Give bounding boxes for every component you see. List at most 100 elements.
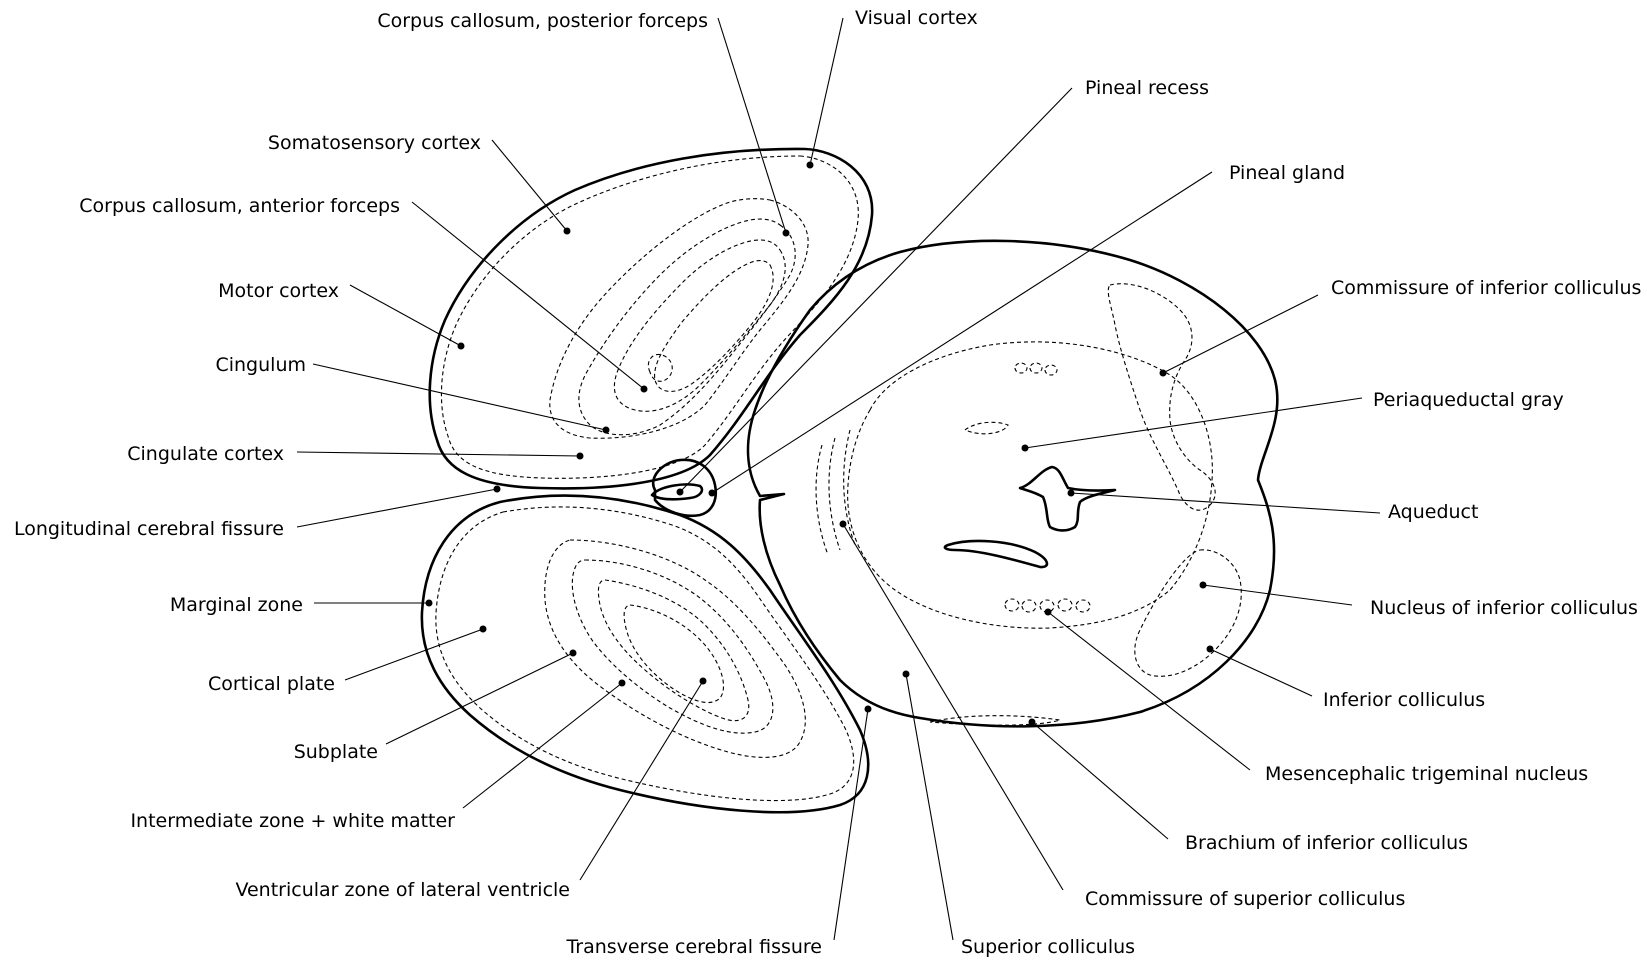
label-cingulum: Cingulum (215, 354, 306, 376)
leader-lines (297, 18, 1380, 940)
upper-hemisphere-outline (430, 149, 872, 488)
dot-longitudinal-fissure (494, 486, 501, 493)
label-commissure-inferior-colliculus: Commissure of inferior colliculus (1331, 277, 1641, 299)
label-longitudinal-fissure: Longitudinal cerebral fissure (14, 518, 284, 540)
label-cortical-plate: Cortical plate (208, 673, 335, 695)
dot-visual-cortex (807, 162, 814, 169)
dot-cortical-plate (480, 626, 487, 633)
lower-ventricular-zone (624, 605, 723, 703)
leader-visual-cortex (810, 18, 843, 165)
dot-superior-colliculus (903, 671, 910, 678)
leader-ventricular-zone (580, 681, 703, 880)
dot-mesencephalic-trigeminal (1045, 609, 1052, 616)
inferior-colliculus-nucleus-region (1135, 550, 1241, 676)
brachium-inferior-colliculus-region (930, 716, 1060, 726)
label-intermediate-zone: Intermediate zone + white matter (130, 810, 455, 832)
upper-ventricular-zone (655, 261, 774, 392)
label-aqueduct: Aqueduct (1388, 501, 1478, 523)
leader-commissure-inferior-colliculus (1163, 295, 1318, 373)
leader-longitudinal-fissure (297, 489, 497, 527)
dot-anterior-forceps (641, 386, 648, 393)
leader-superior-colliculus (906, 674, 953, 940)
leader-subplate (386, 653, 573, 744)
label-cingulate-cortex: Cingulate cortex (127, 443, 284, 465)
midbrain (748, 241, 1277, 727)
dot-somatosensory-cortex (564, 228, 571, 235)
label-ventricular-zone: Ventricular zone of lateral ventricle (235, 879, 570, 901)
dot-commissure-inferior-colliculus (1160, 370, 1167, 377)
leader-transverse-fissure (834, 709, 868, 940)
lower-subplate (572, 560, 773, 733)
label-superior-colliculus: Superior colliculus (961, 936, 1135, 958)
label-posterior-forceps: Corpus callosum, posterior forceps (377, 10, 708, 32)
dot-posterior-forceps (783, 230, 790, 237)
label-periaqueductal-gray: Periaqueductal gray (1373, 389, 1564, 411)
leader-mesencephalic-trigeminal (1048, 612, 1250, 770)
lower-marginal-zone (436, 507, 854, 801)
leader-cingulum (313, 364, 606, 430)
dot-pineal-recess (677, 489, 684, 496)
label-marginal-zone: Marginal zone (170, 594, 303, 616)
dot-transverse-fissure (865, 706, 872, 713)
dot-commissure-superior-colliculus (840, 521, 847, 528)
label-mesencephalic-trigeminal: Mesencephalic trigeminal nucleus (1265, 763, 1588, 785)
commissure-inferior-colliculus-region (1108, 284, 1215, 510)
leader-pineal-recess (680, 88, 1072, 492)
leader-periaqueductal-gray (1025, 398, 1362, 448)
mesencephalic-trigeminal-circles-top (1015, 363, 1057, 375)
leader-nucleus-inferior-colliculus (1203, 585, 1352, 605)
aqueduct-outline (1020, 467, 1115, 530)
superior-colliculus-inner (848, 342, 1213, 628)
leader-intermediate-zone (463, 683, 622, 808)
dot-subplate (570, 650, 577, 657)
label-inferior-colliculus: Inferior colliculus (1323, 689, 1485, 711)
dot-brachium-inferior-colliculus (1029, 719, 1036, 726)
upper-subplate (579, 219, 795, 435)
upper-hemisphere (430, 149, 872, 488)
dot-motor-cortex (458, 343, 465, 350)
label-motor-cortex: Motor cortex (218, 280, 339, 302)
leader-brachium-inferior-colliculus (1032, 722, 1168, 839)
leader-posterior-forceps (718, 18, 786, 233)
lower-cortical-plate-inner (545, 540, 806, 757)
lower-hemisphere-outline (422, 496, 868, 813)
leader-pineal-gland (712, 172, 1212, 493)
dot-ventricular-zone (700, 678, 707, 685)
leader-cortical-plate (345, 629, 483, 680)
label-nucleus-inferior-colliculus: Nucleus of inferior colliculus (1370, 597, 1638, 619)
dot-nucleus-inferior-colliculus (1200, 582, 1207, 589)
periaqueductal-gray-small (965, 422, 1008, 434)
labels: Corpus callosum, posterior forceps Visua… (14, 7, 1641, 958)
upper-anterior-forceps (648, 354, 672, 381)
leader-commissure-superior-colliculus (843, 524, 1063, 890)
lower-hemisphere (422, 496, 868, 813)
dot-intermediate-zone (619, 680, 626, 687)
label-pineal-recess: Pineal recess (1085, 77, 1209, 99)
dot-inferior-colliculus (1207, 646, 1214, 653)
aqueduct-lower-slit (945, 541, 1047, 567)
label-visual-cortex: Visual cortex (855, 7, 978, 29)
commissure-superior-colliculus-lines (816, 430, 855, 555)
leader-inferior-colliculus (1210, 649, 1312, 696)
label-pineal-gland: Pineal gland (1229, 162, 1345, 184)
label-subplate: Subplate (294, 741, 378, 763)
dot-cingulate-cortex (577, 453, 584, 460)
leader-anterior-forceps (412, 202, 644, 389)
dot-periaqueductal-gray (1022, 445, 1029, 452)
midbrain-outline (748, 241, 1277, 727)
label-brachium-inferior-colliculus: Brachium of inferior colliculus (1185, 832, 1468, 854)
dot-pineal-gland (709, 490, 716, 497)
leader-cingulate-cortex (297, 452, 580, 456)
leader-aqueduct (1071, 493, 1380, 513)
leader-motor-cortex (350, 285, 461, 346)
dot-aqueduct (1068, 490, 1075, 497)
dot-cingulum (603, 427, 610, 434)
dot-marginal-zone (426, 600, 433, 607)
label-somatosensory-cortex: Somatosensory cortex (268, 132, 481, 154)
lower-intermediate-zone (598, 580, 748, 721)
upper-cortical-plate-inner (550, 199, 808, 439)
pointer-dots (426, 162, 1214, 726)
label-anterior-forceps: Corpus callosum, anterior forceps (79, 195, 400, 217)
label-transverse-fissure: Transverse cerebral fissure (565, 936, 822, 958)
